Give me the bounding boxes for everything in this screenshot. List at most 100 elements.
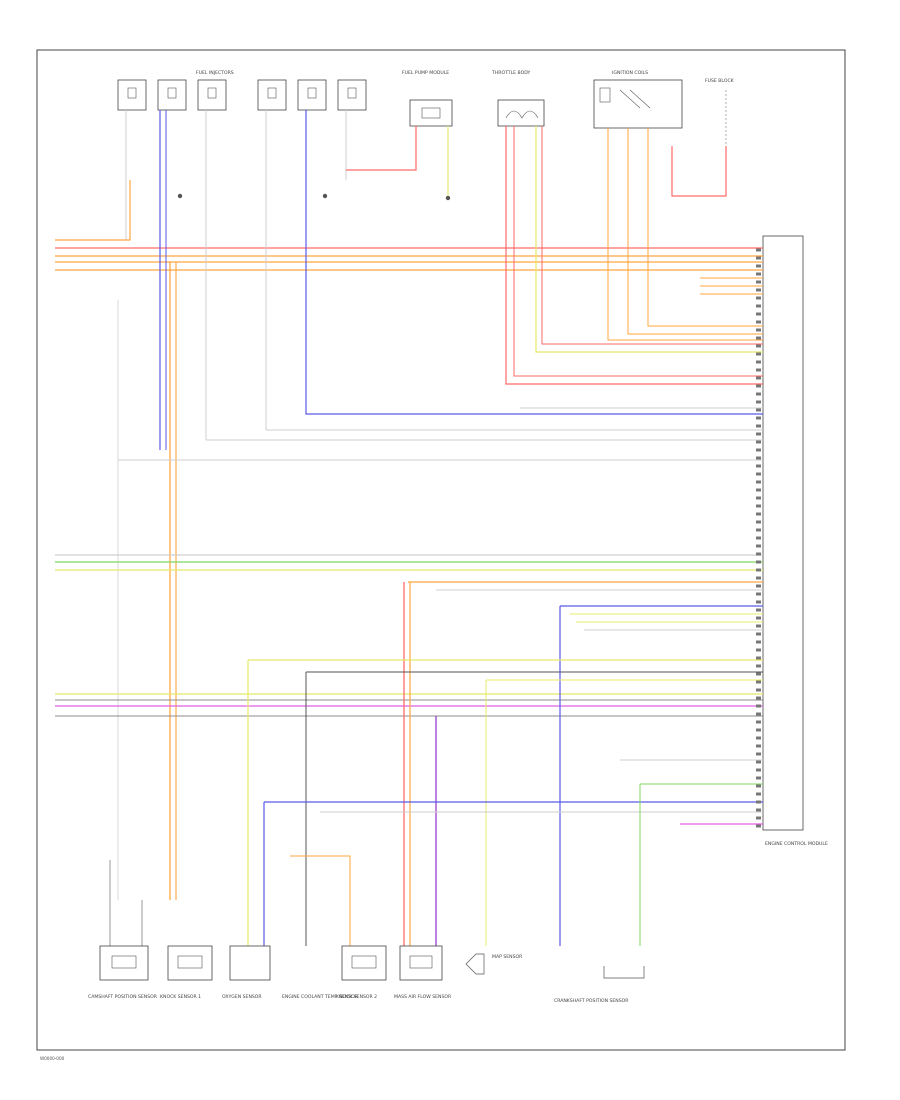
ecm-pin bbox=[756, 808, 761, 812]
ecm-label: ENGINE CONTROL MODULE bbox=[765, 841, 828, 847]
wire-red-tb bbox=[505, 126, 763, 385]
ecm-pin bbox=[756, 288, 761, 292]
ecm-pin bbox=[756, 704, 761, 708]
ecm-pin bbox=[756, 576, 761, 580]
throttle-body: THROTTLE BODY bbox=[491, 70, 545, 127]
ecm-pin bbox=[756, 496, 761, 500]
fuse-block-label: FUSE BLOCK bbox=[705, 78, 735, 84]
ecm-pin bbox=[756, 592, 761, 596]
ecm-pin bbox=[756, 824, 761, 828]
ecm-pin bbox=[756, 760, 761, 764]
wire-orange-ks2 bbox=[290, 855, 351, 946]
wire-harness bbox=[55, 110, 763, 946]
diagram-border bbox=[36, 49, 846, 1051]
fuel-pump-module-label: FUEL PUMP MODULE bbox=[402, 70, 449, 76]
ecm-pin bbox=[756, 792, 761, 796]
ecm-pin bbox=[756, 784, 761, 788]
fuel-pump-module: FUEL PUMP MODULE bbox=[402, 70, 453, 127]
ecm-pin bbox=[756, 528, 761, 532]
ecm-pin bbox=[756, 472, 761, 476]
ecm-pin bbox=[756, 504, 761, 508]
fuel-injectors-label: FUEL INJECTORS bbox=[196, 70, 234, 76]
ecm-pin bbox=[756, 440, 761, 444]
ecm-pin bbox=[756, 584, 761, 588]
ecm-pin bbox=[756, 272, 761, 276]
ecm-pin bbox=[756, 336, 761, 340]
ecm-pin bbox=[756, 352, 761, 356]
ecm-pin bbox=[756, 600, 761, 604]
ecm-pin bbox=[756, 256, 761, 260]
wire-orange-coil-2 bbox=[627, 128, 763, 335]
ecm-pin bbox=[756, 280, 761, 284]
ecm-pin bbox=[756, 656, 761, 660]
wire-red-tb-2 bbox=[513, 126, 763, 377]
ecm-pin bbox=[756, 696, 761, 700]
wire-red-pump bbox=[346, 126, 417, 171]
ecm-pin bbox=[756, 464, 761, 468]
ecm-pin bbox=[756, 544, 761, 548]
ecm-pin bbox=[756, 608, 761, 612]
ecm-pin bbox=[756, 672, 761, 676]
ecm-pin bbox=[756, 408, 761, 412]
ignition-coils-label: IGNITION COILS bbox=[612, 70, 648, 76]
ecm-pin bbox=[756, 296, 761, 300]
ecm-pin bbox=[756, 456, 761, 460]
ecm-pin bbox=[756, 328, 761, 332]
ecm-pin bbox=[756, 304, 761, 308]
ecm-pin bbox=[756, 384, 761, 388]
ecm-pin bbox=[756, 248, 761, 252]
ecm-pin bbox=[756, 312, 761, 316]
knock-sensor-1-label: KNOCK SENSOR 1 bbox=[160, 994, 201, 1000]
ecm-pin bbox=[756, 400, 761, 404]
throttle-body-label: THROTTLE BODY bbox=[491, 70, 530, 76]
mass-air-flow-sensor-label: MASS AIR FLOW SENSOR bbox=[394, 994, 452, 1000]
ecm-pin bbox=[756, 624, 761, 628]
ecm-pin bbox=[756, 392, 761, 396]
ecm-pin bbox=[756, 776, 761, 780]
engine-coolant-sensor-label: ENGINE COOLANT TEMP SENSOR bbox=[282, 994, 359, 1000]
crankshaft-sensor-label: CRANKSHAFT POSITION SENSOR bbox=[554, 998, 629, 1004]
wire-yellow-tb bbox=[535, 126, 763, 353]
camshaft-sensor-label: CAMSHAFT POSITION SENSOR bbox=[88, 994, 158, 1000]
ecm-pin bbox=[756, 800, 761, 804]
ecm-pin bbox=[756, 680, 761, 684]
ecm-pin bbox=[756, 344, 761, 348]
ecm-pin bbox=[756, 648, 761, 652]
diagram-code: W0000-000 bbox=[40, 1056, 65, 1061]
wire-orange-coil bbox=[607, 128, 763, 341]
oxygen-sensor-body bbox=[229, 945, 271, 981]
knock-sensor-2-label: KNOCK SENSOR 2 bbox=[336, 994, 377, 1000]
ground-icon bbox=[177, 193, 451, 201]
ecm-pin bbox=[756, 736, 761, 740]
wire-red-fuse bbox=[671, 146, 727, 197]
bottom-components: CAMSHAFT POSITION SENSOR KNOCK SENSOR 1 … bbox=[88, 945, 645, 1004]
ecm-pin bbox=[756, 512, 761, 516]
ecm-pin bbox=[756, 712, 761, 716]
ecm-pin bbox=[756, 424, 761, 428]
ecm-pin bbox=[756, 560, 761, 564]
wire-red-tb-3 bbox=[541, 126, 763, 345]
wire-orange-coil-3 bbox=[647, 128, 763, 327]
ecm-pin bbox=[756, 744, 761, 748]
ecm-pin bbox=[756, 520, 761, 524]
map-sensor-body bbox=[465, 953, 485, 975]
ecm-pin bbox=[756, 488, 761, 492]
ecm-pin bbox=[756, 320, 761, 324]
ecm-pin bbox=[756, 432, 761, 436]
ecm-pin bbox=[756, 728, 761, 732]
wire-blue-injector-2 bbox=[305, 110, 763, 415]
ecm-pin bbox=[756, 360, 761, 364]
fuel-injectors: FUEL INJECTORS bbox=[117, 70, 367, 111]
wire-orange-inj bbox=[55, 180, 131, 241]
ecm-pin bbox=[756, 664, 761, 668]
ecm-pin bbox=[756, 536, 761, 540]
ecm-pin bbox=[756, 720, 761, 724]
ecm-pin bbox=[756, 568, 761, 572]
ecm-pin bbox=[756, 752, 761, 756]
ecm-body bbox=[762, 235, 804, 831]
fuse-block: FUSE BLOCK bbox=[705, 78, 735, 146]
ecm-pin bbox=[756, 688, 761, 692]
map-sensor-label: MAP SENSOR bbox=[492, 954, 523, 960]
ecm-pin bbox=[756, 480, 761, 484]
